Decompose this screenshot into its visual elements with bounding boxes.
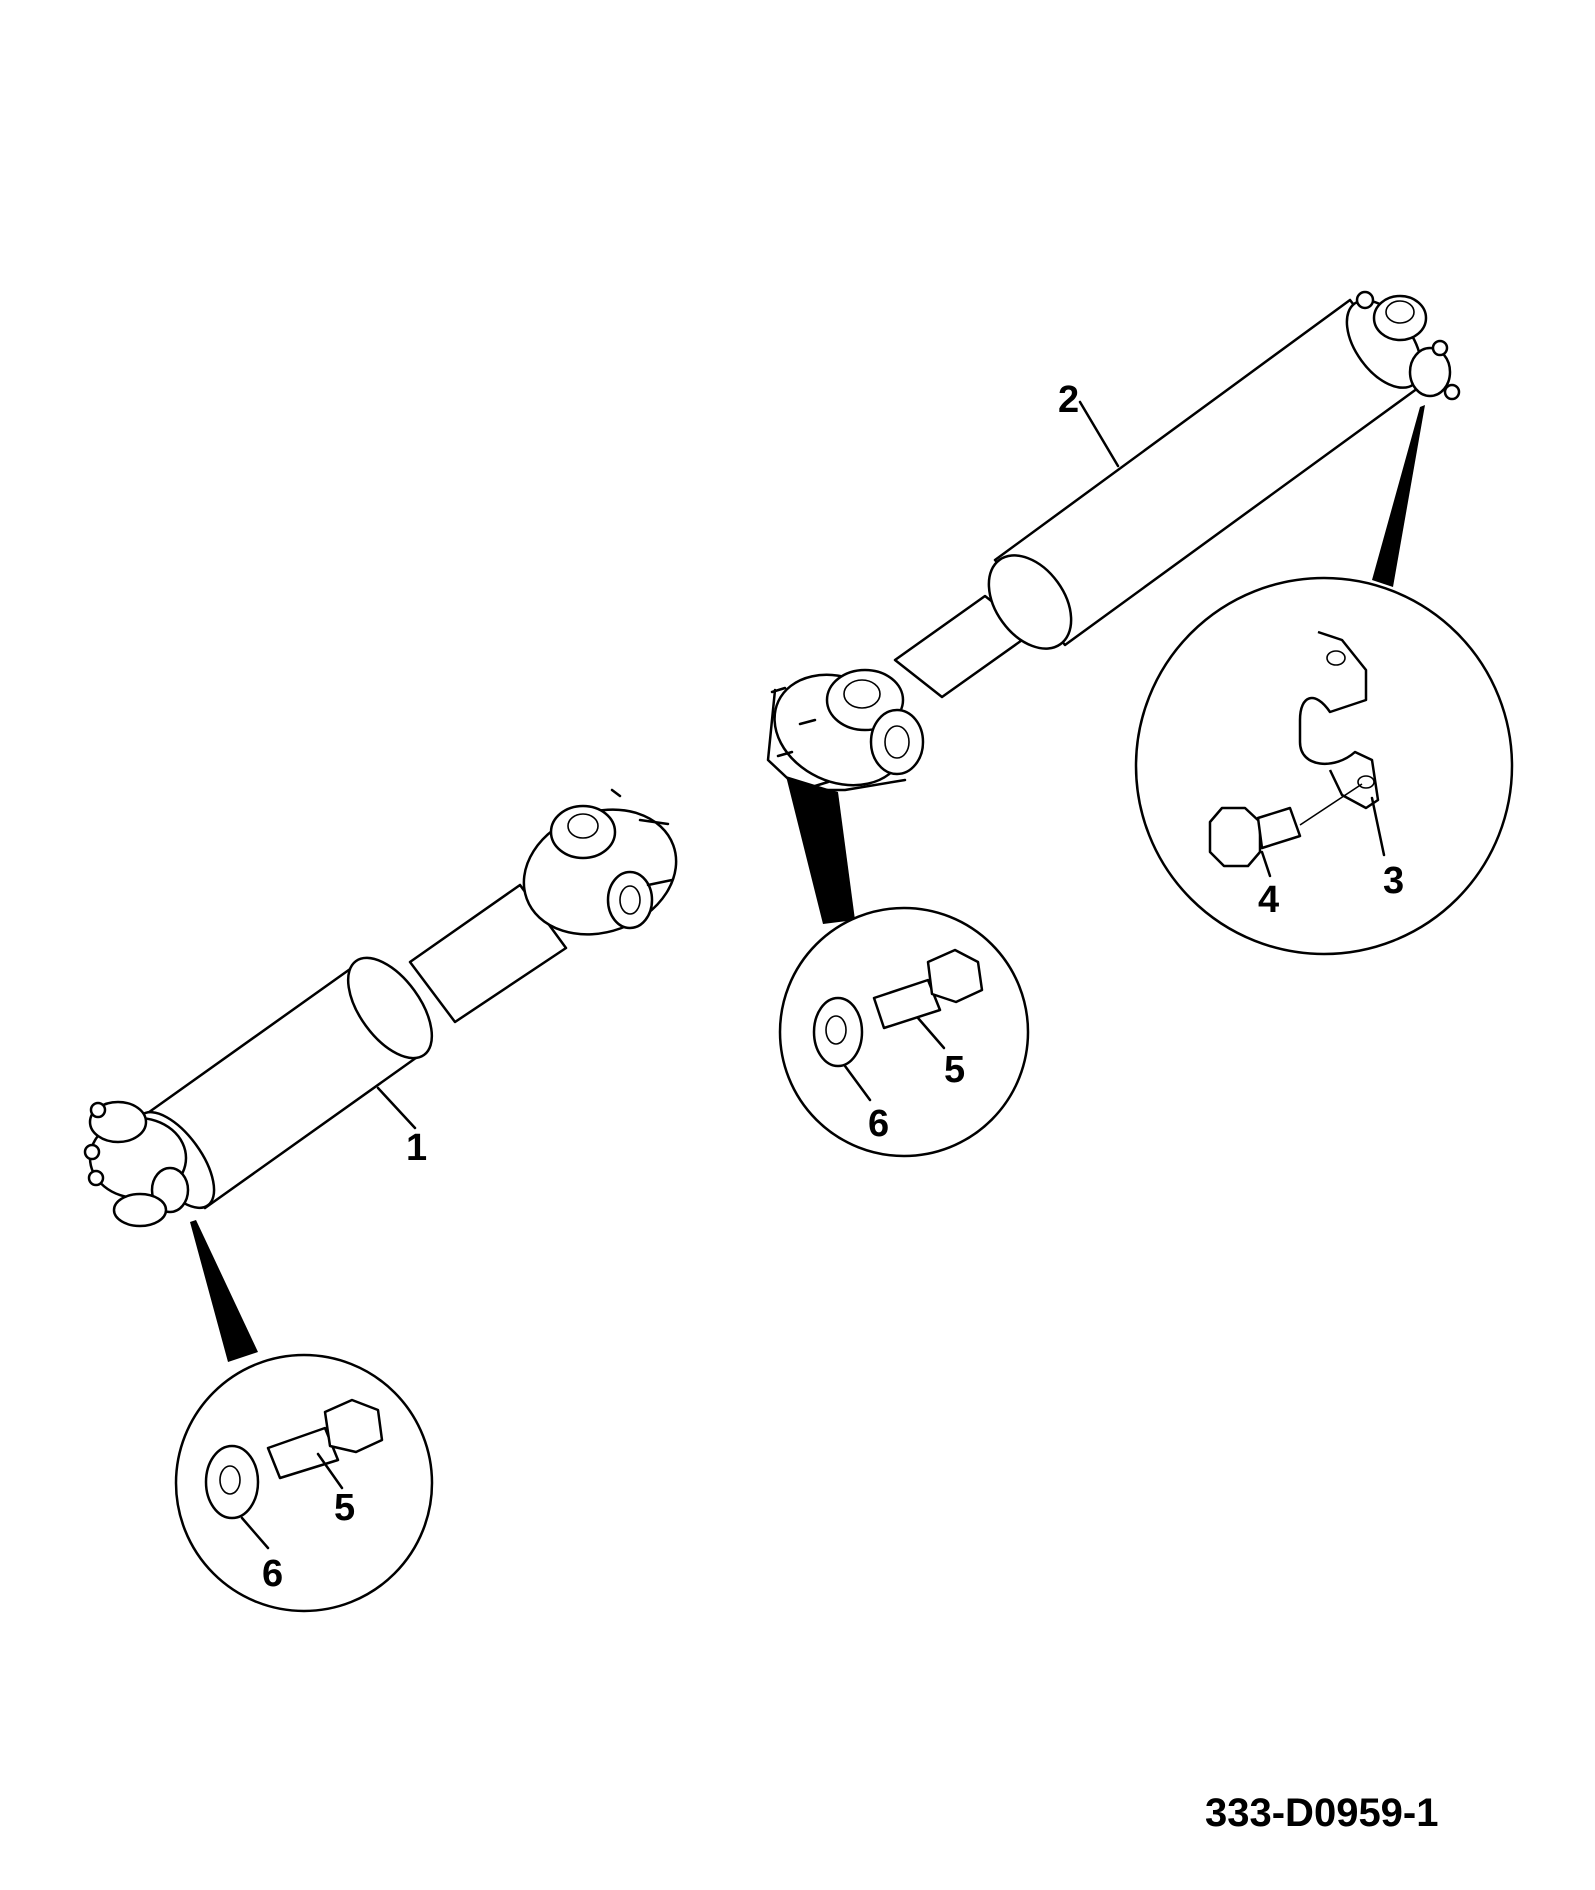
callout-6-washer-front: 6 bbox=[262, 1553, 283, 1595]
callout-4-clamp-bolt: 4 bbox=[1258, 879, 1279, 921]
clamp-bolt bbox=[1208, 806, 1302, 868]
leader-clamp bbox=[1370, 796, 1386, 857]
callout-3-clamp: 3 bbox=[1383, 860, 1404, 902]
bolt-front bbox=[266, 1398, 384, 1480]
washer-front bbox=[204, 1444, 260, 1520]
callout-5-bolt-front: 5 bbox=[334, 1487, 355, 1529]
clamp-bolt-axis bbox=[1299, 783, 1363, 826]
leader-shaft-rear bbox=[1078, 400, 1120, 468]
leader-bolt-front bbox=[316, 1452, 344, 1490]
leader-bolt-rear bbox=[916, 1016, 946, 1050]
bolt-rear bbox=[872, 948, 984, 1030]
figure-id: 333-D0959-1 bbox=[1205, 1791, 1439, 1835]
callout-1-shaft-front: 1 bbox=[406, 1127, 427, 1169]
callout-5-bolt-rear: 5 bbox=[944, 1049, 965, 1091]
detail-pointer-clamp bbox=[1372, 405, 1425, 587]
leader-clamp-bolt bbox=[1260, 850, 1272, 878]
leader-washer-front bbox=[240, 1516, 270, 1550]
detail-pointer-front bbox=[190, 1220, 258, 1362]
leader-shaft-front bbox=[376, 1086, 417, 1130]
detail-pointer-rear bbox=[786, 776, 855, 924]
clamp-bracket bbox=[1298, 630, 1380, 810]
propshaft-front bbox=[83, 788, 678, 1228]
callout-1-shaft-rear: 2 bbox=[1058, 379, 1079, 421]
leader-washer-rear bbox=[843, 1064, 872, 1102]
callout-6-washer-rear: 6 bbox=[868, 1103, 889, 1145]
washer-rear bbox=[812, 996, 864, 1068]
